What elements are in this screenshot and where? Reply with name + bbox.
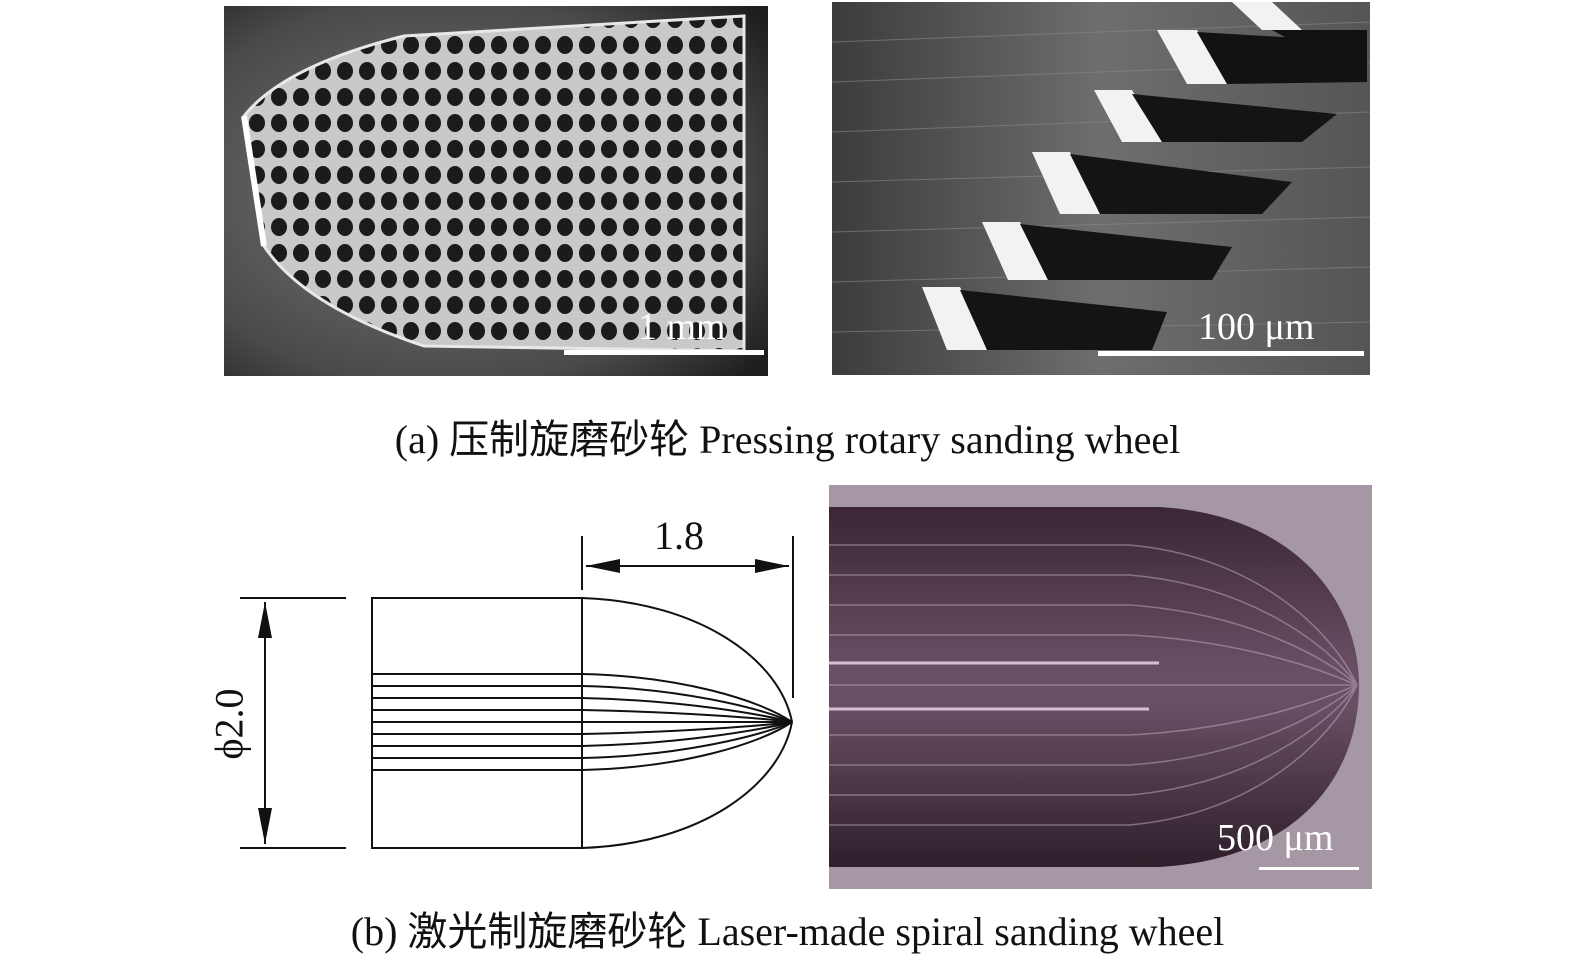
closeup-illustration [832, 2, 1370, 375]
sem-image-pressed-wheel: 1 mm [224, 6, 768, 376]
drawing-lines [240, 536, 794, 849]
diameter-dimension-label: ϕ2.0 [206, 688, 252, 760]
scale-bar-1mm [564, 350, 764, 355]
caption-b: (b) 激光制旋磨砂轮 Laser-made spiral sanding wh… [350, 909, 1225, 954]
scale-bar-100um [1098, 351, 1364, 356]
length-dimension-label: 1.8 [654, 513, 704, 558]
scale-label-1mm: 1 mm [638, 306, 726, 348]
photo-laser-wheel: 500 μm [829, 485, 1372, 889]
caption-a: (a) 压制旋磨砂轮 Pressing rotary sanding wheel [394, 417, 1181, 462]
scale-label-500um: 500 μm [1217, 817, 1334, 859]
sem-image-closeup: 100 μm [832, 2, 1370, 375]
laser-wheel-illustration [829, 485, 1372, 889]
technical-drawing: 1.8 ϕ2.0 [180, 490, 820, 870]
scale-label-100um: 100 μm [1198, 306, 1315, 348]
scale-bar-500um [1259, 867, 1359, 870]
